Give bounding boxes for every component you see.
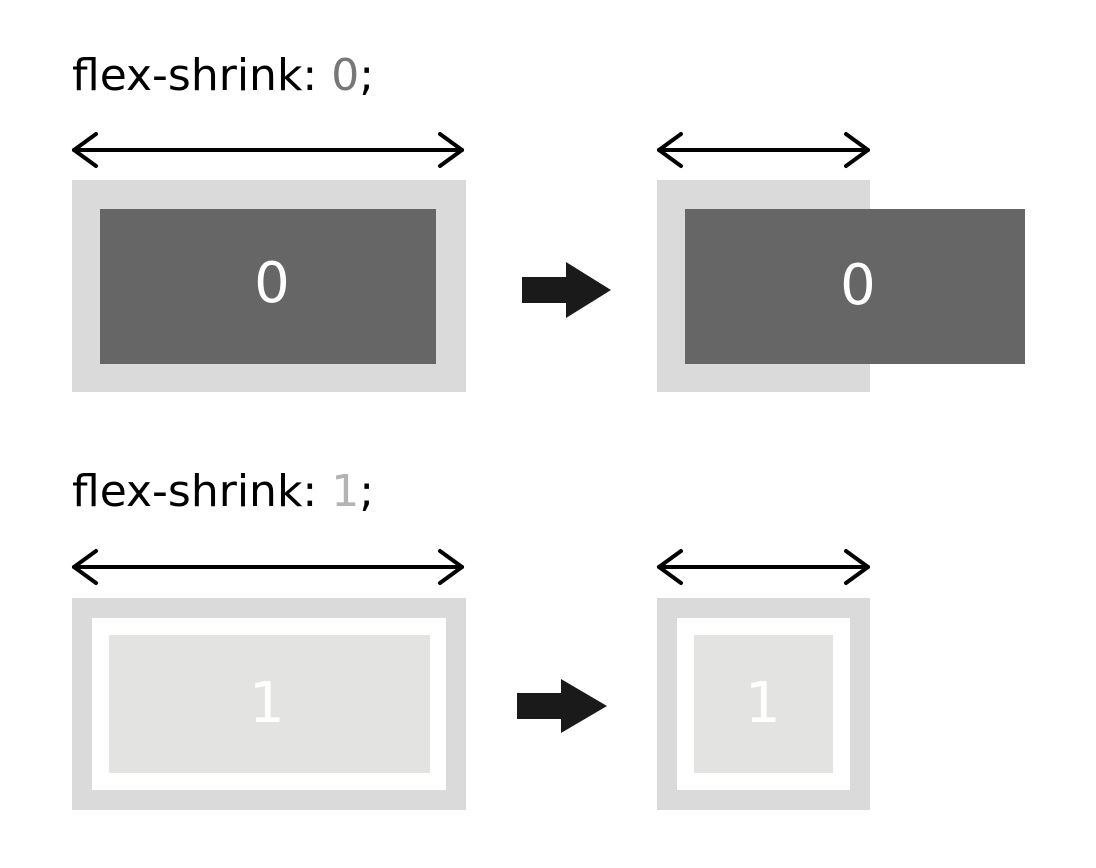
flex-item [100, 209, 436, 364]
flex-item-label: 0 [254, 251, 290, 316]
double-headed-arrow-icon [72, 132, 464, 168]
flex-item-overflowing [685, 209, 1025, 364]
terminator: ; [359, 50, 375, 101]
property-value: 0 [331, 50, 360, 101]
double-headed-arrow-icon [657, 132, 870, 168]
property-name: flex-shrink: [72, 50, 318, 101]
heading-flex-shrink-1: flex-shrink: 1; [72, 470, 374, 514]
property-name: flex-shrink: [72, 466, 318, 517]
example-shrink-0: 0 0 [72, 132, 1025, 392]
right-arrow-icon [517, 679, 607, 733]
example-shrink-1: 1 1 [72, 549, 870, 810]
flex-item-label: 1 [249, 671, 285, 736]
right-arrow-icon [522, 262, 611, 318]
flex-item-label: 0 [840, 253, 876, 318]
terminator: ; [359, 466, 375, 517]
flex-item-label: 1 [745, 671, 781, 736]
double-headed-arrow-icon [72, 549, 464, 585]
heading-flex-shrink-0: flex-shrink: 0; [72, 54, 374, 98]
property-value: 1 [331, 466, 360, 517]
flex-item [109, 635, 430, 773]
double-headed-arrow-icon [657, 549, 870, 585]
flex-item-shrunk [694, 635, 833, 773]
